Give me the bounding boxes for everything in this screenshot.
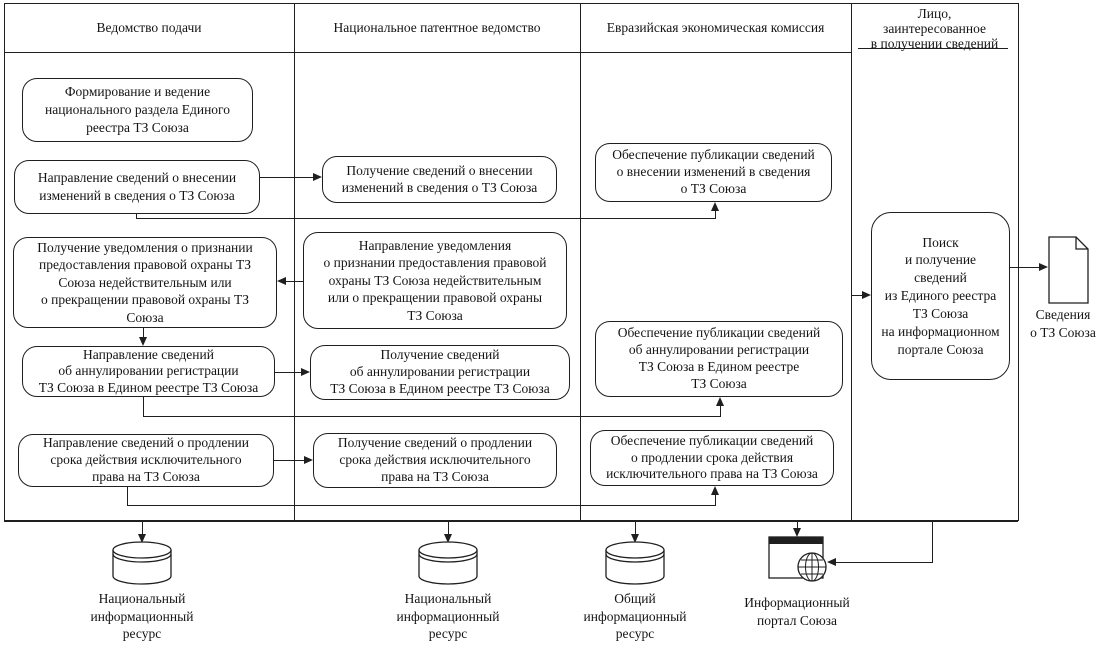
table-border-top [4,3,1018,4]
arrowhead [304,456,313,464]
connector-renewal-elbow-drop [127,487,128,506]
table-border-bottom [4,520,1018,522]
node-send-invalidation: Направление уведомления о признании пред… [303,232,567,329]
connector-send-changes-to-receive [258,177,314,178]
node-publish-cancellation: Обеспечение публикации сведений об аннул… [595,321,843,397]
header-underline-lane4 [858,48,1008,49]
arrowhead [793,528,801,537]
connector-renewal-send [274,460,305,461]
connector-changes-elbow-rise [715,208,716,219]
document-label: Сведения о ТЗ Союза [1030,307,1096,340]
national-resource-1-label: Национальный информационный ресурс [90,591,194,642]
connector-cancellation-elbow-drop [143,397,144,417]
lane-border-2-3 [580,3,581,521]
arrowhead [827,558,836,566]
node-receive-renewal: Получение сведений о продлении срока дей… [313,433,557,488]
connector-portal-side-run [836,562,933,563]
database-icon [418,541,478,585]
arrowhead [277,277,286,285]
connector-search-to-document [1010,267,1040,268]
node-receive-cancellation: Получение сведений об аннулировании реги… [310,345,570,400]
lane-header-national-patent-office: Национальное патентное ведомство [333,19,541,35]
lane-header-eurasian-commission: Евразийская экономическая комиссия [606,19,825,35]
common-resource-label: Общий информационный ресурс [583,591,687,642]
arrowhead [301,368,310,376]
connector-to-common-resource [635,521,636,535]
connector-to-portal-down [797,521,798,529]
table-border-left [4,3,5,521]
arrowhead [716,397,724,406]
node-send-renewal: Направление сведений о продлении срока д… [18,434,274,487]
node-publish-renewal: Обеспечение публикации сведений о продле… [590,430,834,486]
arrowhead [711,486,719,495]
portal-globe-icon [768,536,827,582]
connector-invalidation-to-cancellation [143,328,144,339]
connector-changes-elbow-drop [136,214,137,219]
connector-into-search [851,295,863,296]
connector-cancellation-send [275,372,302,373]
connector-cancellation-elbow-rise [720,405,721,417]
table-border-right [1018,3,1019,521]
node-send-changes: Направление сведений о внесении изменени… [14,160,260,214]
document-icon [1048,236,1089,304]
node-publish-changes: Обеспечение публикации сведений о внесен… [595,143,832,202]
arrowhead [631,534,639,543]
arrowhead [138,534,146,543]
national-resource-2-label: Национальный информационный ресурс [396,591,500,642]
arrowhead [711,202,719,211]
lane-header-filing-office: Ведомство подачи [96,19,202,35]
arrowhead [862,291,871,299]
connector-renewal-elbow-rise [715,494,716,506]
connector-invalidation-notice [285,281,303,282]
connector-to-national-resource-1 [142,521,143,535]
arrowhead [139,337,147,346]
header-separator [4,52,851,53]
node-send-cancellation: Направление сведений об аннулировании ре… [22,346,275,397]
lane-header-interested-person: Лицо, заинтересованное в получении сведе… [870,6,999,52]
node-receive-invalidation: Получение уведомления о признании предос… [13,237,277,328]
arrowhead [313,173,322,181]
arrowhead [1039,263,1048,271]
lane-border-3-4 [851,3,852,521]
database-icon [605,541,665,585]
lane-border-1-2 [294,3,295,521]
connector-portal-side-drop [932,521,933,563]
node-search-portal: Поиск и получение сведений из Единого ре… [871,212,1010,380]
portal-label: Информационный портал Союза [744,595,850,628]
connector-to-national-resource-2 [448,521,449,535]
connector-cancellation-elbow-run [143,416,721,417]
node-form-registry: Формирование и ведение национального раз… [22,78,253,142]
database-icon [112,541,172,585]
arrowhead [444,534,452,543]
connector-changes-elbow-run [136,218,716,219]
node-receive-changes: Получение сведений о внесении изменений … [322,156,557,203]
connector-renewal-elbow-run [127,505,716,506]
